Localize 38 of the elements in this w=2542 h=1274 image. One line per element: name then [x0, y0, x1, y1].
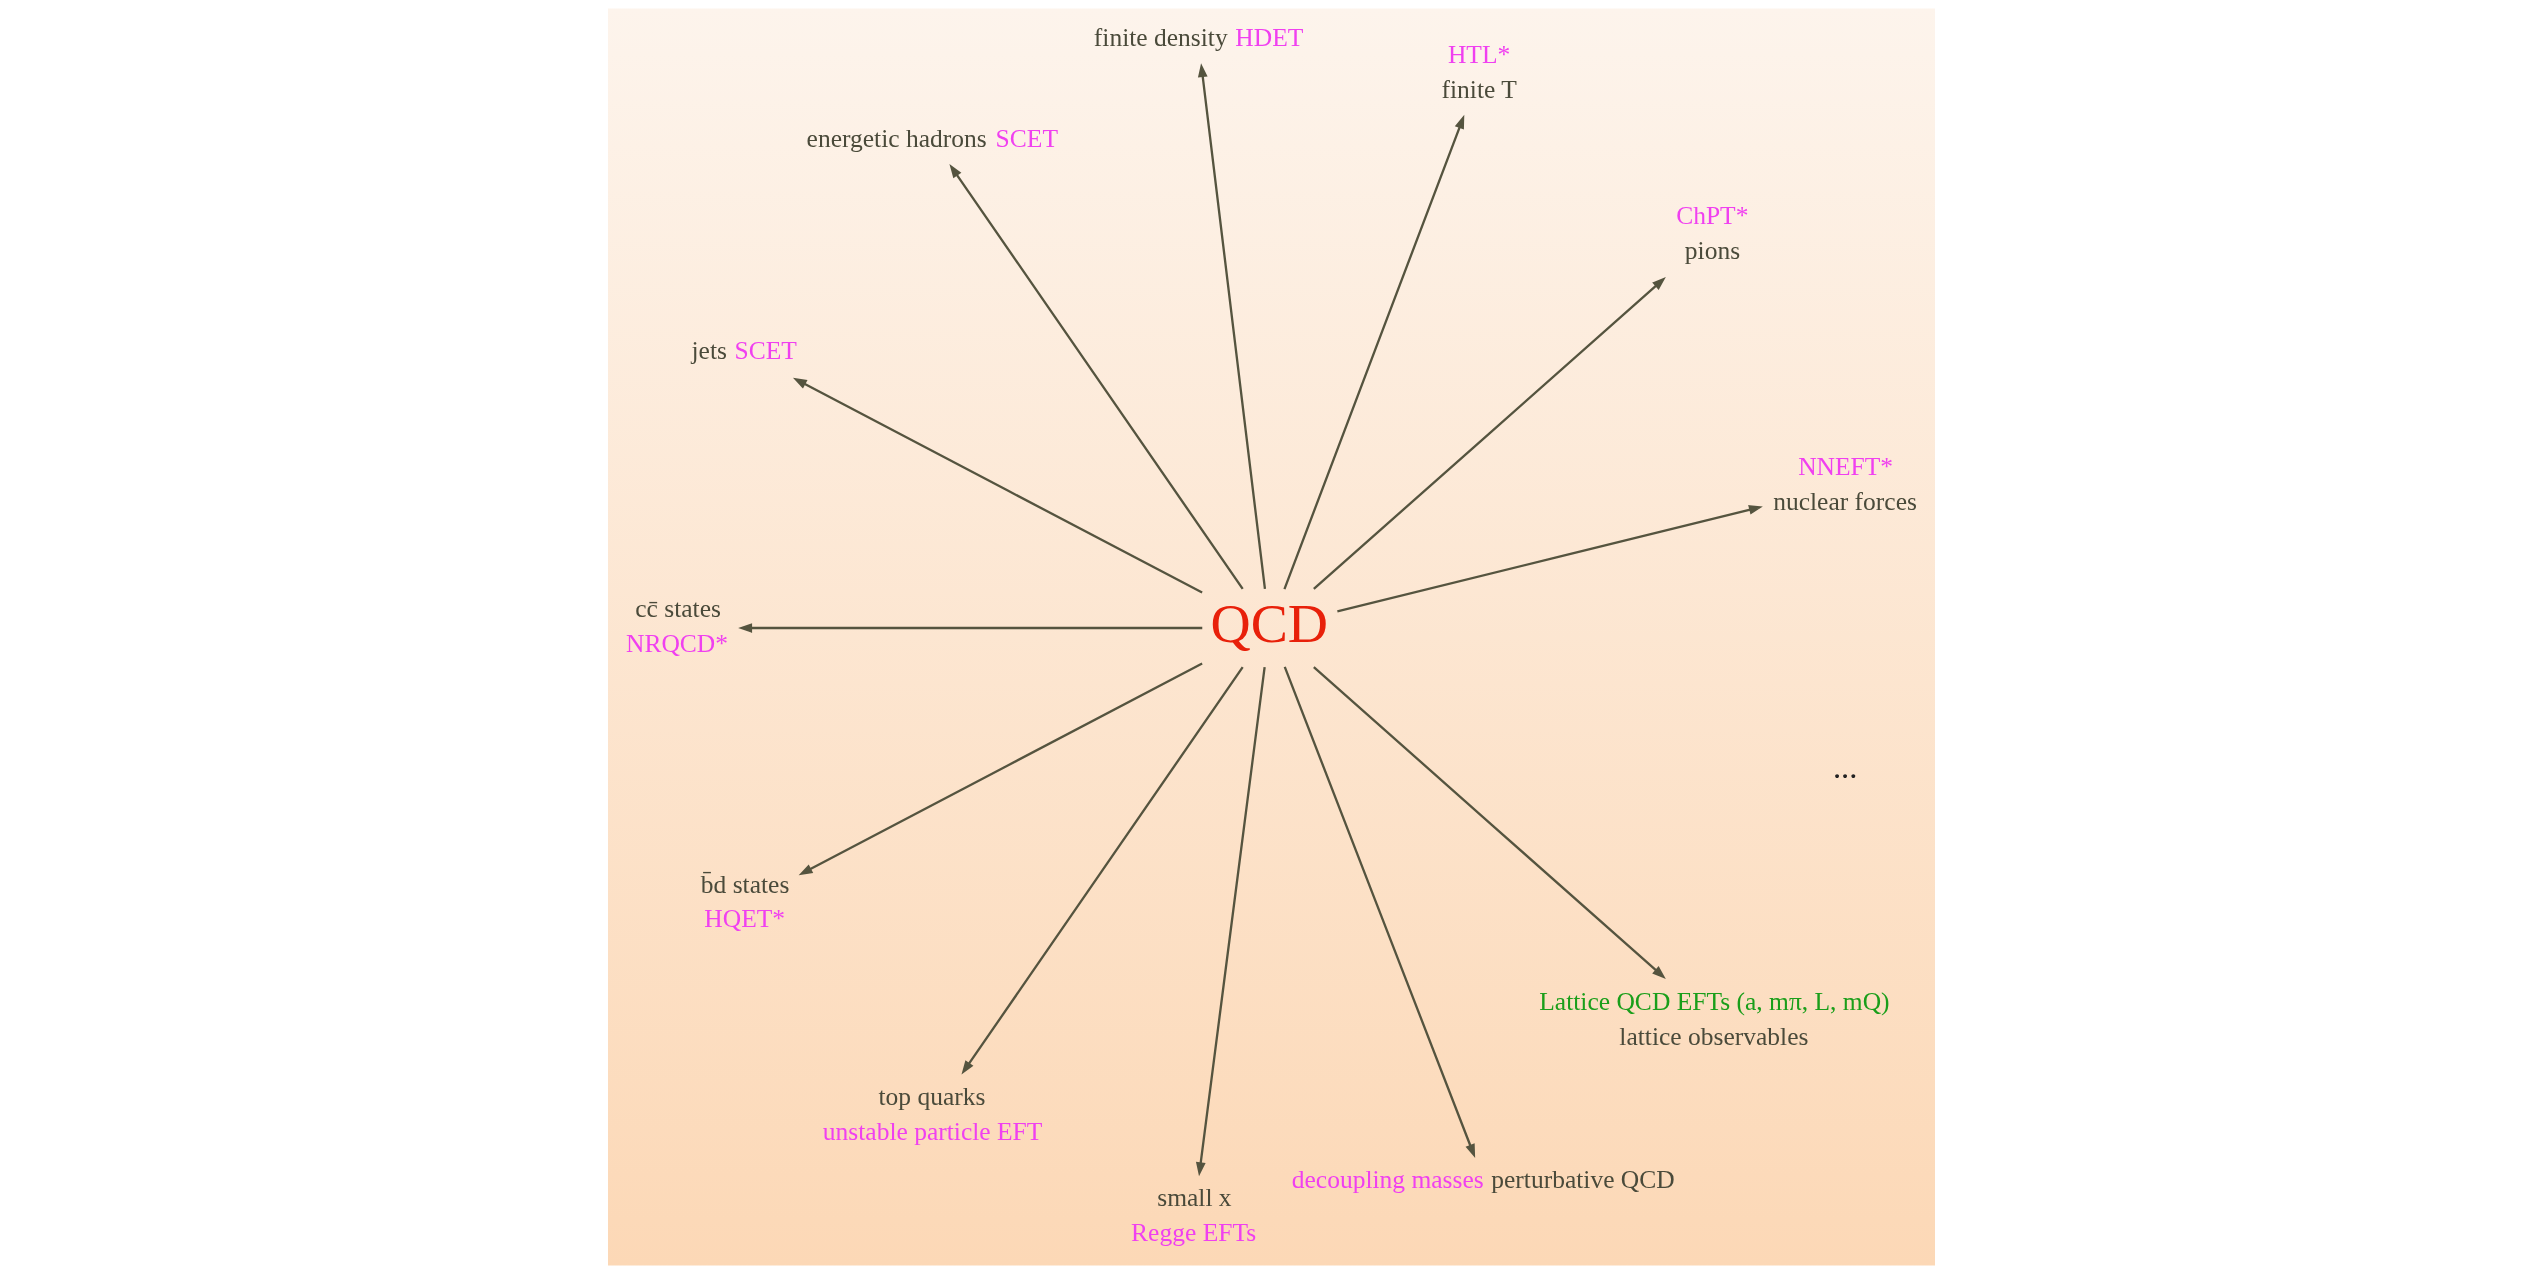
node-text: QCD: [1210, 591, 1328, 654]
arrow: [961, 666, 1244, 1075]
node-label: NNEFT*: [1797, 452, 1893, 482]
node-label: Regge EFTs: [1130, 1217, 1256, 1247]
arrow: [737, 623, 1202, 633]
node-label: HQET*: [703, 904, 785, 934]
node-text: lattice observables: [1618, 1021, 1808, 1051]
node-text: jets: [691, 336, 727, 366]
node-text: small x: [1156, 1183, 1232, 1213]
node-text: perturbative QCD: [1490, 1165, 1675, 1195]
arrow: [798, 662, 1203, 876]
node-label: ChPT*: [1675, 201, 1748, 231]
arrow: [1195, 667, 1266, 1177]
node-text: top quarks: [877, 1081, 985, 1111]
arrow: [948, 164, 1244, 590]
node-text: pions: [1684, 235, 1740, 265]
node-label: HTL*: [1447, 39, 1510, 69]
arrow: [1312, 666, 1666, 980]
node-text: finite T: [1441, 74, 1517, 104]
arrow: [1312, 277, 1666, 590]
arrow: [1336, 505, 1763, 613]
node-label: Lattice QCD EFTs (a, mπ, L, mQ): [1538, 987, 1890, 1017]
arrow: [1282, 114, 1464, 590]
arrow: [1283, 666, 1475, 1158]
node-label: decoupling masses: [1291, 1165, 1484, 1195]
node-text: b̄d states: [700, 869, 789, 899]
node-text: energetic hadrons: [806, 123, 987, 153]
arrow: [792, 377, 1203, 594]
node-label: unstable particle EFT: [822, 1116, 1042, 1146]
node-label: NRQCD*: [625, 628, 728, 658]
node-text: finite density: [1093, 23, 1228, 53]
arrow: [1197, 63, 1266, 590]
node-label: SCET: [995, 123, 1058, 153]
label: ...: [1832, 748, 1857, 785]
node-text: nuclear forces: [1772, 487, 1917, 517]
node-label: HDET: [1234, 23, 1303, 53]
node-label: SCET: [733, 336, 797, 366]
node-text: cc̄ states: [634, 594, 721, 624]
